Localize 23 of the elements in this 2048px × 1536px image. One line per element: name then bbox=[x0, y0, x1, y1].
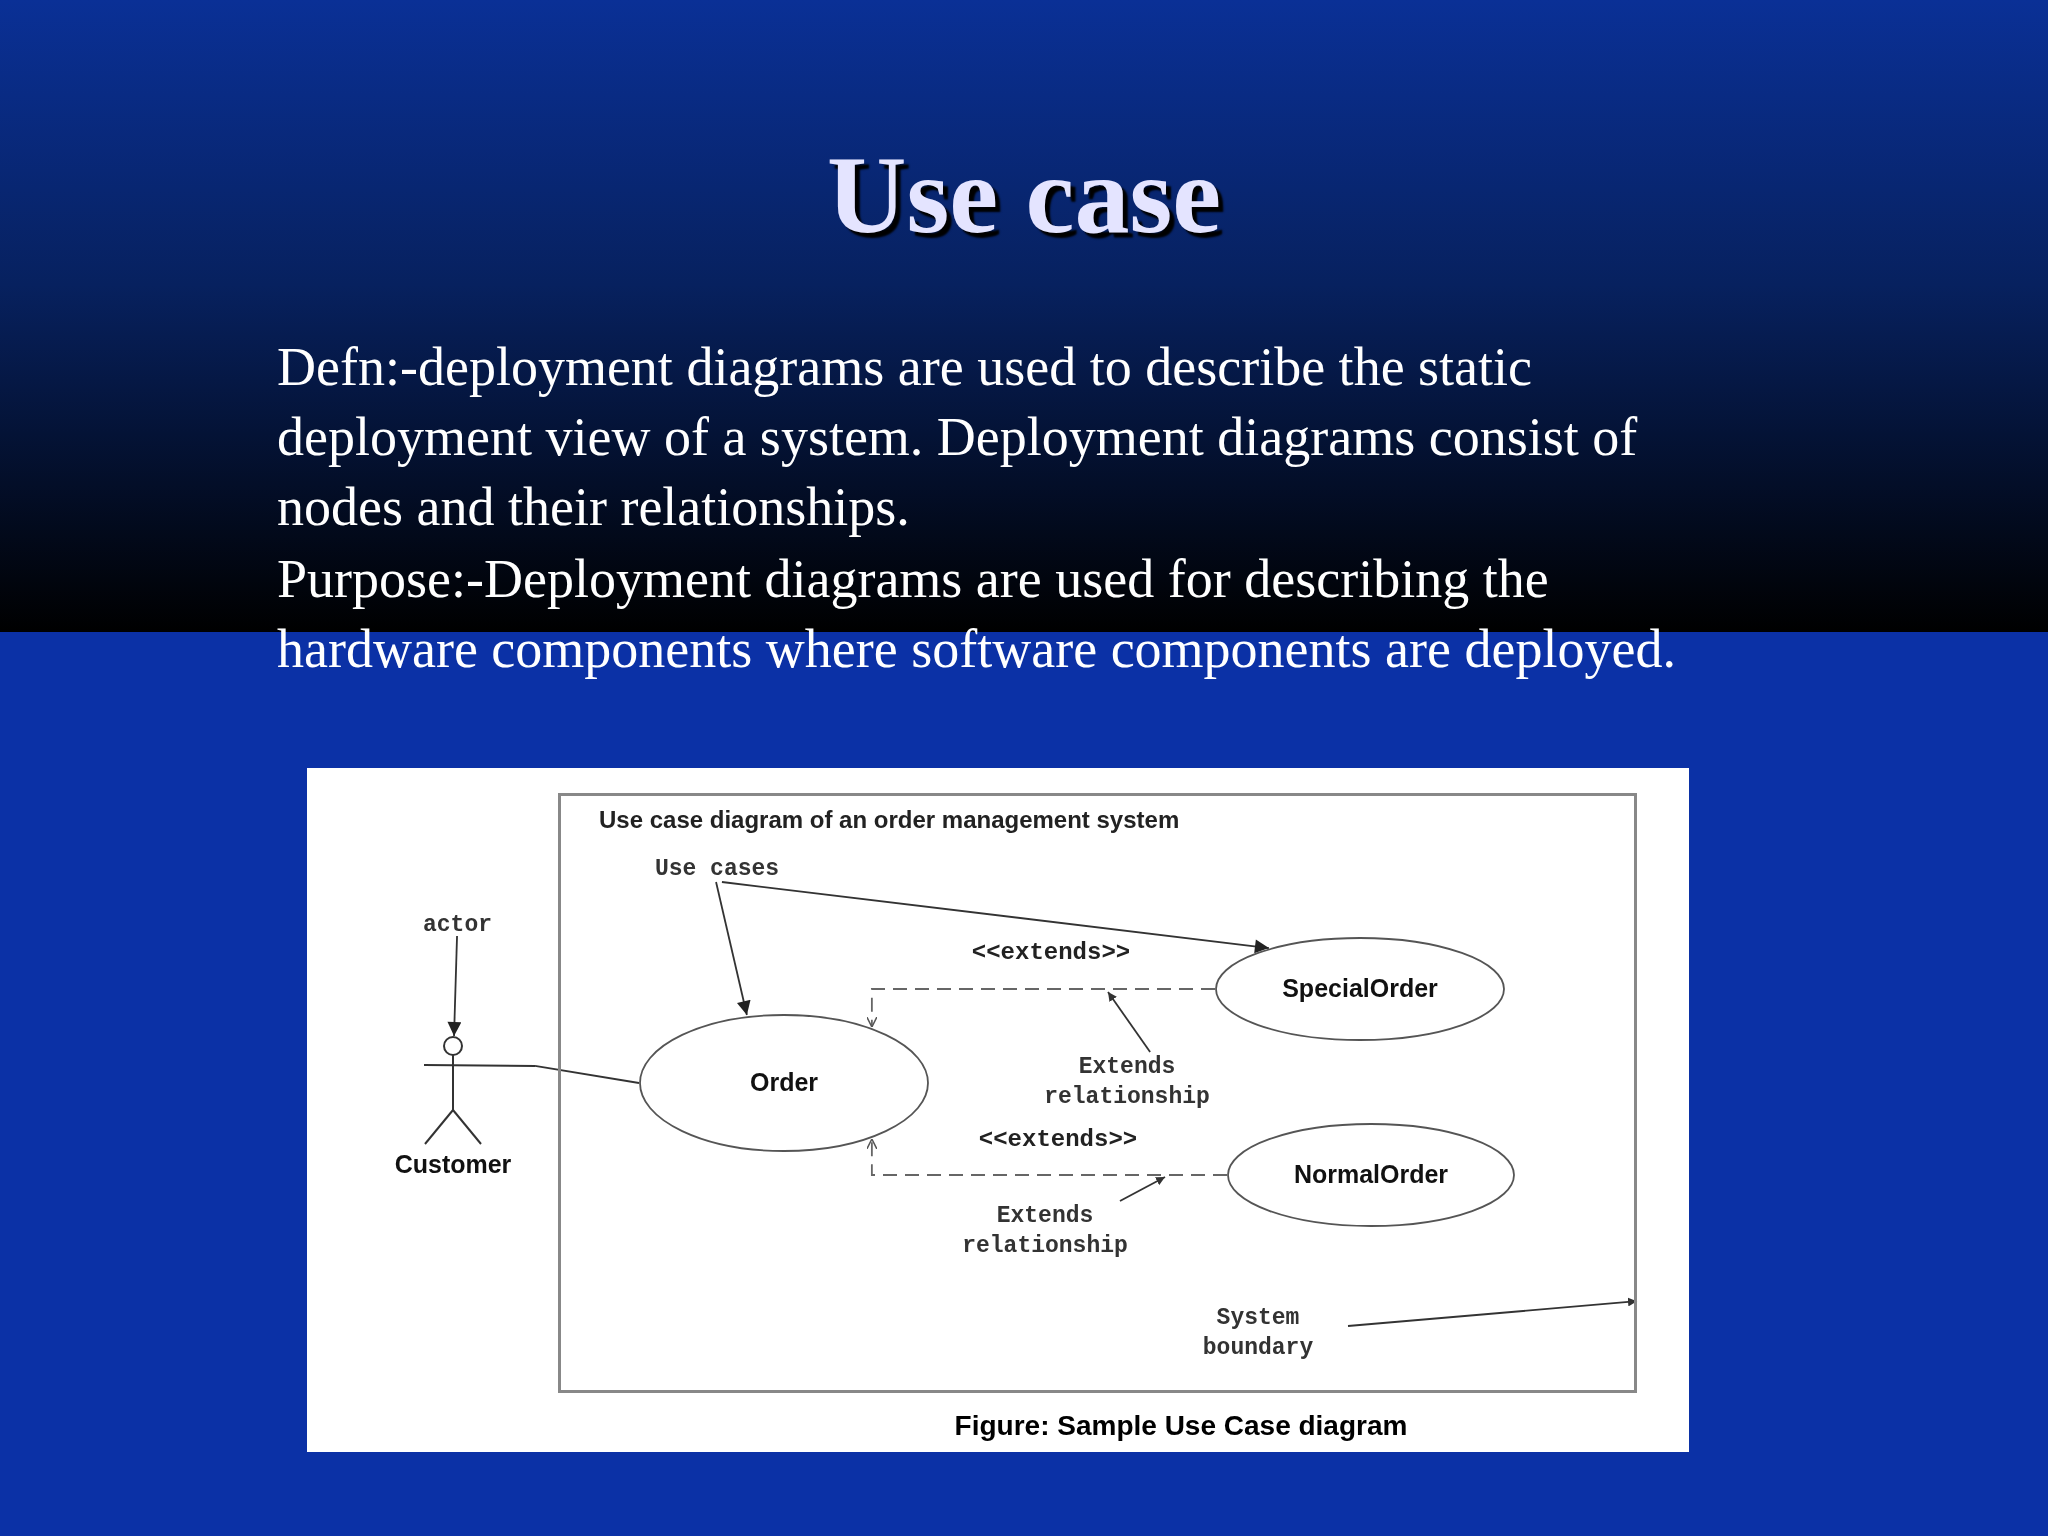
paragraph-text: Defn:-deployment diagrams are used to describe the static deployment view of a system. Deployment diagrams consist of nodes and their relationships. bbox=[277, 336, 1639, 539]
paragraph-text: Purpose:-Deployment diagrams are used for describing the hardware components where software components are deployed. bbox=[277, 548, 1677, 681]
leader-line bbox=[1119, 1176, 1166, 1202]
leader-line bbox=[447, 935, 462, 1037]
system-boundary bbox=[558, 793, 1637, 1393]
extend-arrow bbox=[866, 988, 1216, 1028]
boundary-title: Use case diagram of an order management system bbox=[599, 806, 1180, 834]
actor-name: Customer bbox=[394, 1150, 512, 1179]
use-case-name: NormalOrder bbox=[1293, 1160, 1449, 1189]
figure-caption: Figure: Sample Use Case diagram bbox=[954, 1410, 1408, 1442]
extends-annotation: Extends relationship bbox=[940, 1201, 1150, 1263]
use-case-name: Order bbox=[749, 1068, 819, 1097]
boundary-annotation: System boundary bbox=[1168, 1303, 1348, 1365]
use-case-name: SpecialOrder bbox=[1282, 974, 1438, 1003]
leader-line bbox=[715, 881, 751, 1016]
extend-arrow bbox=[866, 1138, 1228, 1176]
actor-annotation: actor bbox=[400, 910, 515, 936]
association-line bbox=[534, 1065, 640, 1084]
extends-annotation: Extends relationship bbox=[1022, 1052, 1232, 1114]
leader-line bbox=[1107, 991, 1151, 1053]
leader-line bbox=[721, 881, 1270, 954]
use-cases-annotation: Use cases bbox=[622, 854, 812, 882]
slide-title: Use case bbox=[826, 133, 1222, 258]
